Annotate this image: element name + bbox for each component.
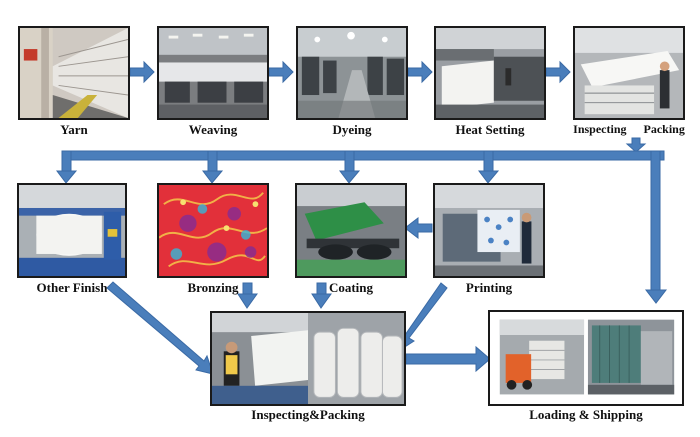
label-heat-setting: Heat Setting: [455, 122, 525, 137]
label-dyeing: Dyeing: [332, 122, 372, 137]
loading-vertical-line: [650, 150, 661, 292]
coating-photo: [295, 183, 407, 278]
arrow-to-other-finish: [56, 170, 78, 184]
arrow-inspect-down: [625, 137, 647, 153]
arrow-printing-to-coating: [404, 216, 433, 240]
weaving-photo: [157, 26, 269, 120]
label-bronzing: Bronzing: [187, 280, 239, 295]
inspecting-packing-photo-2: [210, 311, 406, 406]
label-yarn: Yarn: [60, 122, 88, 137]
arrow-heat-to-inspect: [545, 60, 571, 84]
arrow-to-printing: [478, 170, 500, 184]
arrow-to-bronzing: [202, 170, 224, 184]
inspecting-packing-photo-1: [573, 26, 685, 120]
distribution-bar: [61, 150, 665, 161]
heat-setting-photo: [434, 26, 546, 120]
arrow-to-coating: [339, 170, 361, 184]
loading-shipping-photo: [488, 310, 684, 406]
arrow-to-loading: [644, 289, 668, 304]
other-finish-photo: [17, 183, 127, 278]
label-inspecting-packing-2: Inspecting&Packing: [251, 407, 365, 422]
label-weaving: Weaving: [188, 122, 238, 137]
arrow-dyeing-to-heat: [407, 60, 433, 84]
arrow-yarn-to-weaving: [129, 60, 155, 84]
arrow-coating-down: [311, 293, 332, 309]
arrow-to-loading-shipping: [405, 345, 491, 373]
label-loading-shipping: Loading & Shipping: [529, 407, 643, 422]
arrow-bronzing-down: [237, 293, 258, 309]
yarn-photo: [18, 26, 130, 120]
label-inspecting-packing-1: Inspecting Packing: [573, 122, 685, 136]
label-printing: Printing: [465, 280, 513, 295]
dyeing-photo: [296, 26, 408, 120]
printing-photo: [433, 183, 545, 278]
label-coating: Coating: [328, 280, 374, 295]
arrow-weaving-to-dyeing: [268, 60, 294, 84]
bronzing-photo: [157, 183, 269, 278]
label-other-finish: Other Finish: [36, 280, 108, 295]
